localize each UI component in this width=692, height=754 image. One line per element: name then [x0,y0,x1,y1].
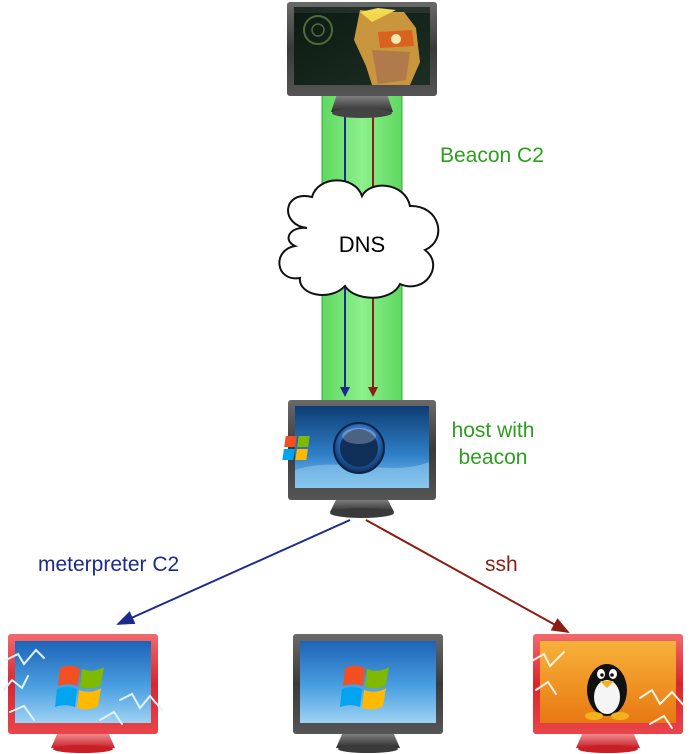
ssh-label: ssh [485,553,518,576]
beacon-c2-label: Beacon C2 [440,144,544,167]
host-label-line2: beacon [458,446,528,469]
dns-cloud-icon [278,179,440,299]
compromise-lightning-icon [529,651,687,729]
target-middle-monitor [293,634,443,753]
windows-vista-orb-icon [282,422,385,474]
dns-label: DNS [338,232,386,257]
beacon-host-monitor [282,400,436,518]
windows-logo-icon [55,665,104,710]
meterpreter-c2-label: meterpreter C2 [38,553,180,576]
attacker-character-icon [303,8,420,85]
target-right-monitor [529,634,687,753]
host-with-beacon-label: host with beacon [436,417,550,471]
target-left-monitor [3,634,163,753]
meterpreter-arrow [116,519,351,625]
windows-logo-icon [340,665,389,710]
linux-tux-icon [585,664,629,720]
ssh-arrow [365,519,570,633]
attacker-monitor [287,2,437,118]
host-label-line1: host with [451,419,535,442]
compromise-lightning-icon [3,648,163,725]
